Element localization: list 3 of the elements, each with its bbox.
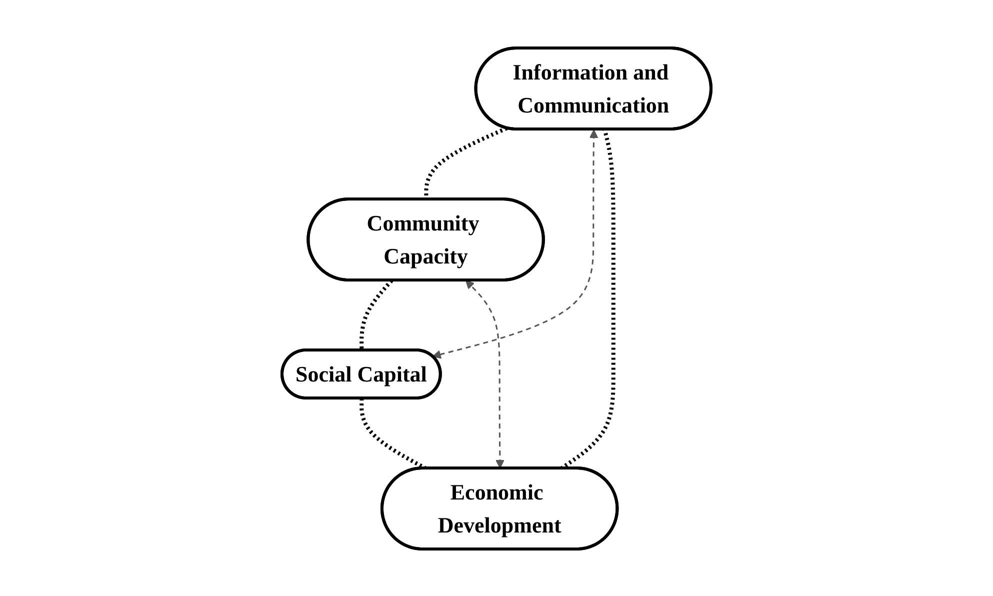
arrow <box>465 280 504 468</box>
arrow <box>432 129 598 358</box>
connector <box>360 278 394 350</box>
